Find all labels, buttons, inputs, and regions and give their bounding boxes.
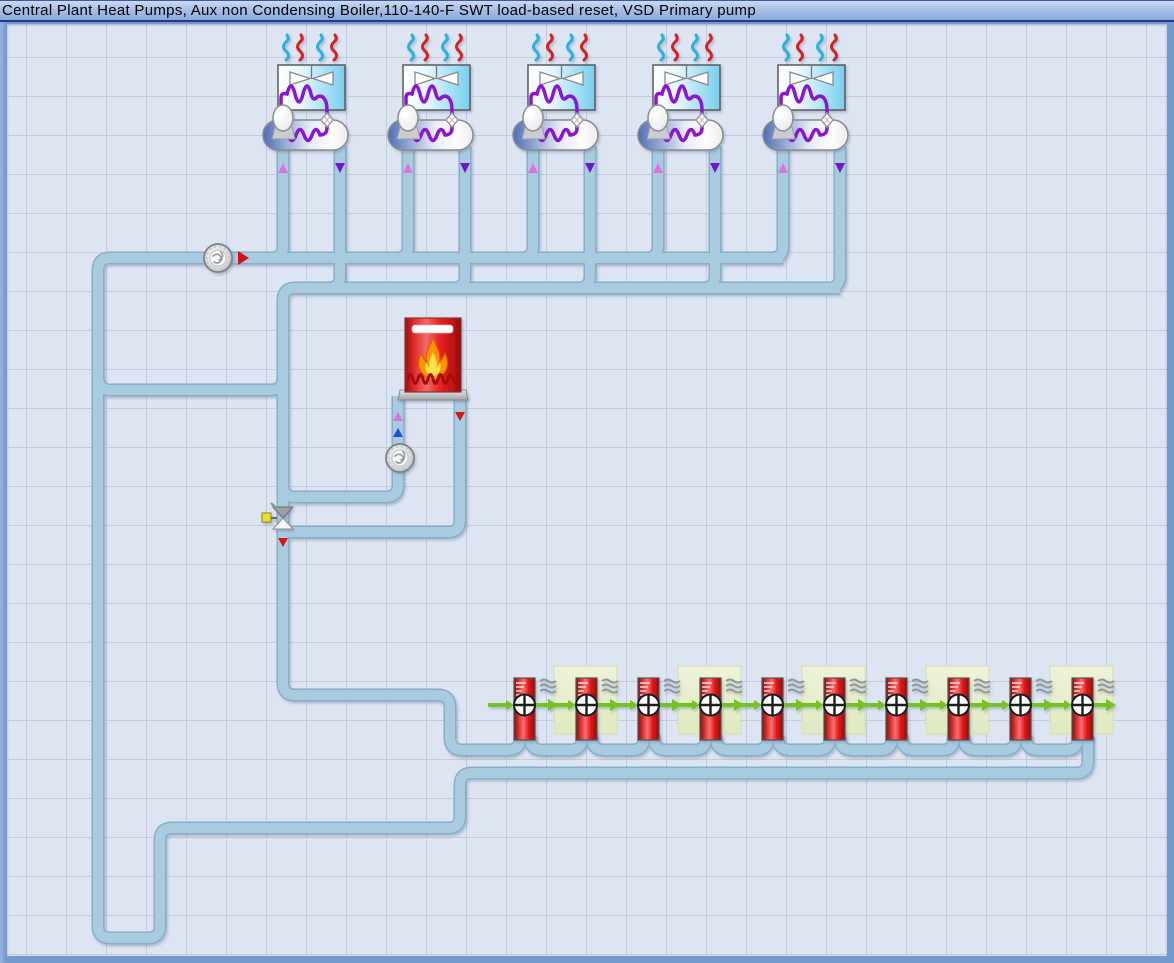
- pump-discharge-arrow-icon: [238, 251, 249, 265]
- hp-inlet-arrow-icon: [403, 163, 413, 173]
- burner-coil: [406, 373, 460, 385]
- boiler-inlet-blue-arrow-icon: [393, 428, 403, 437]
- hp-outlet-arrow-icon: [710, 163, 720, 173]
- window-title-bar: Central Plant Heat Pumps, Aux non Conden…: [0, 0, 1174, 22]
- heat-pump-5[interactable]: [761, 33, 850, 152]
- flow-direction-arrows: [238, 163, 845, 547]
- piping-network: [98, 146, 1088, 938]
- load-9[interactable]: [982, 676, 1056, 742]
- hp-outlet-arrow-icon: [335, 163, 345, 173]
- hp-outlet-arrow-icon: [460, 163, 470, 173]
- heat-pump-3[interactable]: [511, 33, 600, 152]
- hp-outlet-arrow-icon: [835, 163, 845, 173]
- hp-outlet-arrow-icon: [585, 163, 595, 173]
- load-7[interactable]: [858, 676, 932, 742]
- boiler-sight-slot: [411, 324, 454, 334]
- hp-inlet-arrow-icon: [778, 163, 788, 173]
- load-5[interactable]: [734, 676, 808, 742]
- primary-pump[interactable]: [202, 242, 234, 274]
- flame-inner: [425, 352, 441, 377]
- hp-inlet-arrow-icon: [528, 163, 538, 173]
- supply-red-arrow-icon: [278, 538, 288, 547]
- valve-actuator: [261, 512, 272, 523]
- hp-inlet-arrow-icon: [278, 163, 288, 173]
- boiler-inlet-pink-arrow-icon: [393, 412, 403, 421]
- boiler-pump[interactable]: [384, 442, 416, 474]
- bypass-valve[interactable]: [261, 502, 295, 530]
- heat-pump-2[interactable]: [386, 33, 475, 152]
- heat-pump-1[interactable]: [261, 33, 350, 152]
- hp-inlet-arrow-icon: [653, 163, 663, 173]
- load-3[interactable]: [610, 676, 684, 742]
- window-title: Central Plant Heat Pumps, Aux non Conden…: [2, 2, 756, 19]
- load-1[interactable]: [486, 676, 560, 742]
- heat-pump-4[interactable]: [636, 33, 725, 152]
- boiler-outlet-red-arrow-icon: [455, 412, 465, 421]
- boiler[interactable]: [397, 317, 469, 401]
